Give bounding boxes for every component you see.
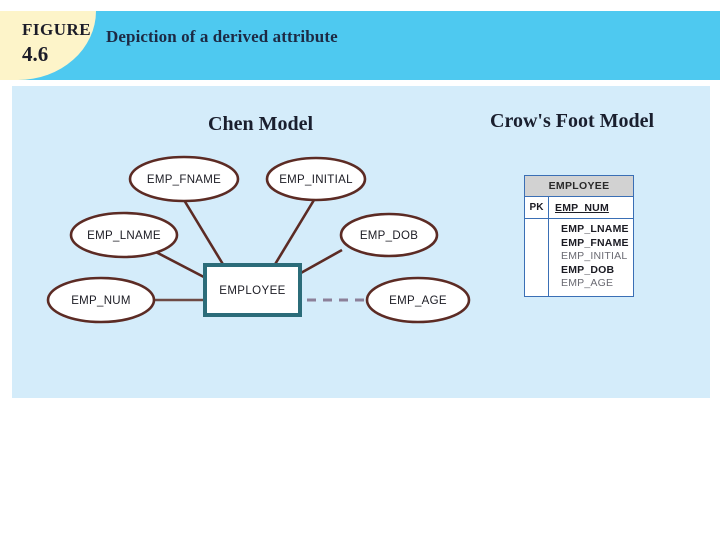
chen-attribute-label-emp-fname: EMP_FNAME	[147, 174, 221, 186]
figure-label: FIGURE	[22, 20, 92, 39]
figure-number: 4.6	[22, 42, 49, 66]
chen-attribute-emp-initial: EMP_INITIAL	[265, 156, 367, 202]
chen-attribute-label-emp-age: EMP_AGE	[389, 295, 447, 307]
crows-foot-entity-table: EMPLOYEE PK EMP_NUM EMP_LNAME EMP_FNAME …	[524, 175, 634, 297]
chen-attribute-emp-lname: EMP_LNAME	[69, 211, 179, 259]
chen-attribute-emp-fname: EMP_FNAME	[128, 155, 240, 203]
crows-foot-attribute-emp-age: EMP_AGE	[561, 277, 614, 289]
figure-caption: Depiction of a derived attribute	[106, 27, 338, 46]
chen-entity-label: EMPLOYEE	[219, 285, 285, 297]
crows-foot-table-name: EMPLOYEE	[525, 176, 633, 197]
chen-attribute-emp-dob: EMP_DOB	[339, 212, 439, 258]
chen-model-title: Chen Model	[208, 113, 313, 135]
chen-attribute-label-emp-initial: EMP_INITIAL	[279, 174, 353, 186]
chen-model-diagram: EMPLOYEE EMP_FNAME EMP_INITIAL EMP_LNAME…	[46, 155, 471, 324]
chen-attribute-label-emp-num: EMP_NUM	[71, 295, 131, 307]
crows-foot-pk-attribute-label: EMP_NUM	[555, 201, 609, 214]
chen-attribute-emp-num: EMP_NUM	[46, 276, 156, 324]
crows-foot-attribute-emp-lname: EMP_LNAME	[561, 223, 629, 235]
crows-foot-key-column: PK	[525, 197, 549, 218]
crows-foot-attribute-emp-initial: EMP_INITIAL	[561, 250, 628, 262]
chen-attribute-label-emp-lname: EMP_LNAME	[87, 230, 161, 242]
chen-attribute-label-emp-dob: EMP_DOB	[360, 230, 418, 242]
crows-foot-attribute-emp-fname: EMP_FNAME	[561, 236, 629, 249]
chen-attribute-emp-age: EMP_AGE	[365, 276, 471, 324]
crows-foot-attribute-list: EMP_LNAME EMP_FNAME EMP_INITIAL EMP_DOB …	[555, 219, 629, 296]
crows-foot-attributes-cell: EMP_LNAME EMP_FNAME EMP_INITIAL EMP_DOB …	[549, 219, 633, 296]
crows-foot-attributes-row: EMP_LNAME EMP_FNAME EMP_INITIAL EMP_DOB …	[525, 219, 633, 296]
connector-emp-fname	[182, 199, 226, 267]
crows-foot-key-column-empty	[525, 219, 549, 296]
figure-header-banner: FIGURE 4.6 Depiction of a derived attrib…	[0, 11, 720, 80]
crows-foot-primary-key-row: PK EMP_NUM	[525, 197, 633, 219]
crows-foot-attribute-emp-dob: EMP_DOB	[561, 263, 615, 276]
primary-key-badge: PK	[529, 202, 544, 213]
crows-foot-model-title: Crow's Foot Model	[490, 110, 655, 132]
crows-foot-pk-attribute-cell: EMP_NUM	[549, 202, 633, 214]
connector-emp-initial	[272, 199, 316, 267]
chen-entity-employee: EMPLOYEE	[203, 263, 302, 317]
